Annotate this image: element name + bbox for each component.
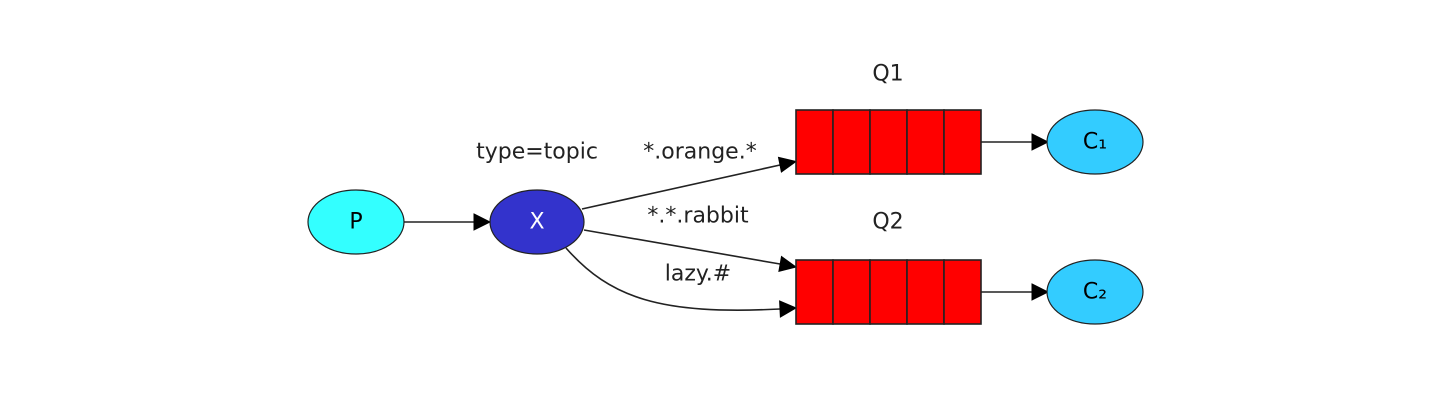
queue-q1-slot — [906, 109, 945, 175]
binding-label-rabbit: *.*.rabbit — [647, 204, 749, 229]
producer-label: P — [349, 210, 362, 235]
exchange-ellipse — [489, 189, 585, 255]
queue-q2-slot — [869, 259, 908, 325]
queue-q2-slot — [795, 259, 834, 325]
queue-q2-slot — [906, 259, 945, 325]
edge-binding-lazy — [565, 247, 781, 311]
edges — [404, 133, 1050, 318]
arrowhead-queue2-to-consumer2 — [1031, 283, 1050, 301]
queue-q2-slot — [943, 259, 982, 325]
queue-q1-slot — [832, 109, 871, 175]
arrowhead-binding-rabbit — [778, 255, 798, 272]
queue-q2-slot — [832, 259, 871, 325]
binding-labels: *.orange.* *.*.rabbit lazy.# — [643, 140, 756, 287]
queue-q2-label: Q2 — [872, 210, 903, 235]
arrowhead-binding-orange — [777, 156, 798, 173]
arrowhead-binding-lazy — [779, 300, 798, 318]
consumer-c1-node: C₁ — [1046, 109, 1144, 175]
queue-q1-label: Q1 — [872, 62, 903, 87]
exchange-type-label: type=topic — [476, 140, 598, 165]
binding-label-orange: *.orange.* — [643, 140, 756, 165]
exchange-node: X type=topic — [476, 140, 598, 255]
consumer-c2-node: C₂ — [1046, 259, 1144, 325]
arrowhead-queue1-to-consumer1 — [1031, 133, 1050, 151]
queue-q2: Q2 — [795, 210, 982, 325]
consumer-c2-label: C₂ — [1083, 280, 1107, 305]
queue-q1: Q1 — [795, 62, 982, 175]
arrowhead-producer-to-exchange — [473, 213, 492, 231]
producer-ellipse — [307, 189, 405, 255]
consumer-c1-label: C₁ — [1083, 130, 1107, 155]
consumer-c2-ellipse — [1046, 259, 1144, 325]
queue-q1-slot — [795, 109, 834, 175]
queue-q1-slot — [943, 109, 982, 175]
producer-node: P — [307, 189, 405, 255]
edge-binding-rabbit — [583, 229, 781, 265]
edge-binding-orange — [581, 164, 781, 210]
exchange-label: X — [529, 210, 544, 235]
queue-q1-slot — [869, 109, 908, 175]
binding-label-lazy: lazy.# — [665, 262, 731, 287]
consumer-c1-ellipse — [1046, 109, 1144, 175]
